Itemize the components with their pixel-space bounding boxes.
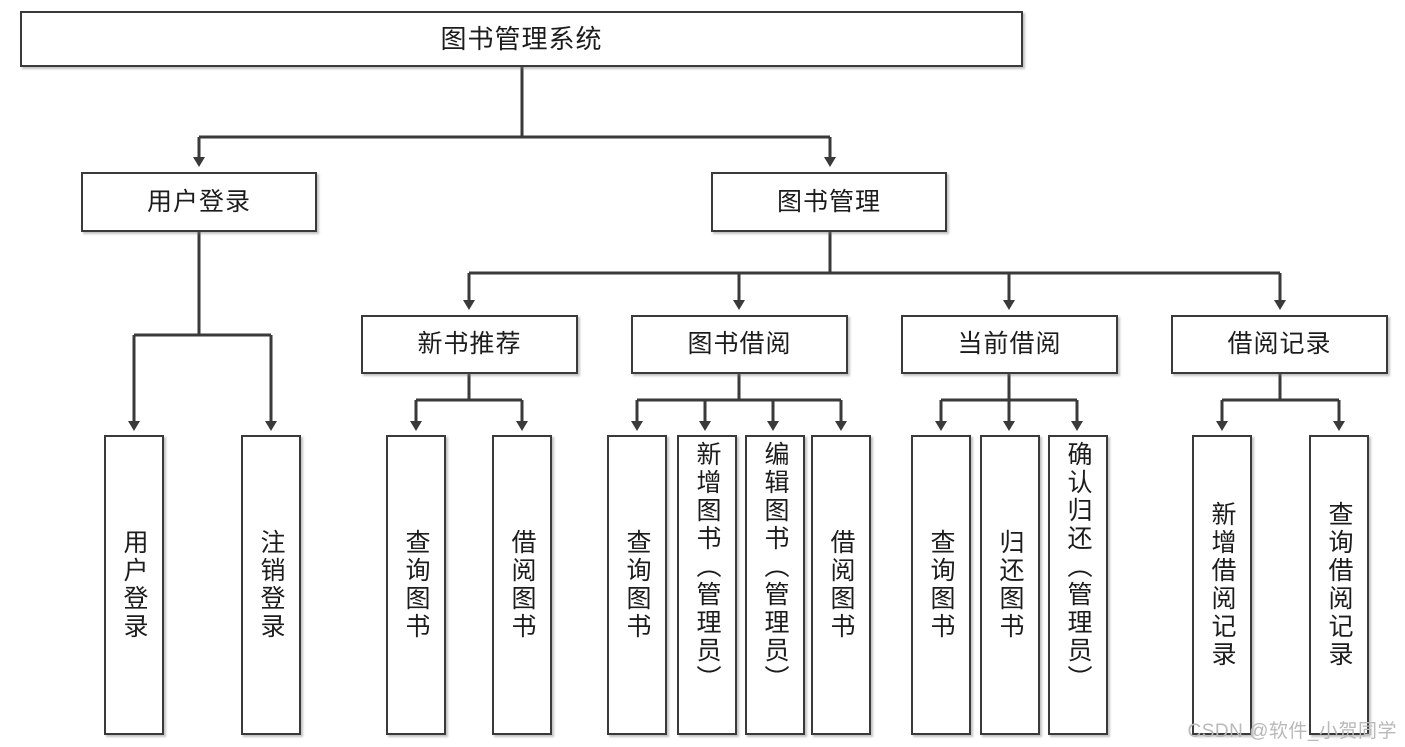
node-label: 图书管理 bbox=[776, 187, 881, 216]
node-label: 新增借阅记录 bbox=[1208, 501, 1236, 669]
node-label: 查询图书 bbox=[402, 529, 430, 641]
node-current-borrow[interactable]: 当前借阅 bbox=[901, 315, 1118, 374]
node-label: 注销登录 bbox=[257, 529, 285, 641]
leaf-current-confirm-return-admin[interactable]: 确认归还（管理员） bbox=[1048, 435, 1108, 735]
leaf-borrow-borrow-book[interactable]: 借阅图书 bbox=[811, 435, 871, 735]
node-new-book-recommend[interactable]: 新书推荐 bbox=[361, 315, 578, 374]
node-borrow-records[interactable]: 借阅记录 bbox=[1171, 315, 1388, 374]
node-label: 用户登录 bbox=[120, 529, 148, 641]
leaf-borrow-add-book-admin[interactable]: 新增图书（管理员） bbox=[677, 435, 737, 735]
node-label: 用户登录 bbox=[146, 187, 251, 216]
node-book-management[interactable]: 图书管理 bbox=[711, 172, 947, 232]
leaf-recommend-borrow-book[interactable]: 借阅图书 bbox=[492, 435, 552, 735]
node-label: 新增图书（管理员） bbox=[693, 441, 721, 693]
node-user-login[interactable]: 用户登录 bbox=[81, 172, 317, 232]
leaf-recommend-query-book[interactable]: 查询图书 bbox=[386, 435, 446, 735]
leaf-borrow-edit-book-admin[interactable]: 编辑图书（管理员） bbox=[745, 435, 805, 735]
leaf-current-query-book[interactable]: 查询图书 bbox=[911, 435, 971, 735]
leaf-records-query-record[interactable]: 查询借阅记录 bbox=[1309, 435, 1369, 735]
watermark: CSDN @软件_小贺同学 bbox=[1187, 721, 1397, 742]
node-label: 查询图书 bbox=[623, 529, 651, 641]
node-label: 确认归还（管理员） bbox=[1064, 441, 1092, 693]
node-label: 图书借阅 bbox=[687, 330, 792, 358]
leaf-user-login-logout[interactable]: 注销登录 bbox=[241, 435, 301, 735]
node-label: 编辑图书（管理员） bbox=[761, 441, 789, 693]
node-label: 查询借阅记录 bbox=[1325, 501, 1353, 669]
leaf-user-login-login[interactable]: 用户登录 bbox=[104, 435, 164, 735]
node-label: 图书管理系统 bbox=[440, 24, 603, 54]
node-book-borrow[interactable]: 图书借阅 bbox=[631, 315, 848, 374]
node-label: 借阅图书 bbox=[508, 529, 536, 641]
node-label: 新书推荐 bbox=[417, 330, 522, 358]
leaf-borrow-query-book[interactable]: 查询图书 bbox=[607, 435, 667, 735]
node-label: 当前借阅 bbox=[957, 330, 1062, 358]
leaf-records-add-record[interactable]: 新增借阅记录 bbox=[1192, 435, 1252, 735]
node-label: 借阅图书 bbox=[827, 529, 855, 641]
node-label: 查询图书 bbox=[927, 529, 955, 641]
leaf-current-return-book[interactable]: 归还图书 bbox=[980, 435, 1040, 735]
node-label: 归还图书 bbox=[996, 529, 1024, 641]
node-root-system[interactable]: 图书管理系统 bbox=[20, 11, 1023, 67]
node-label: 借阅记录 bbox=[1227, 330, 1332, 358]
